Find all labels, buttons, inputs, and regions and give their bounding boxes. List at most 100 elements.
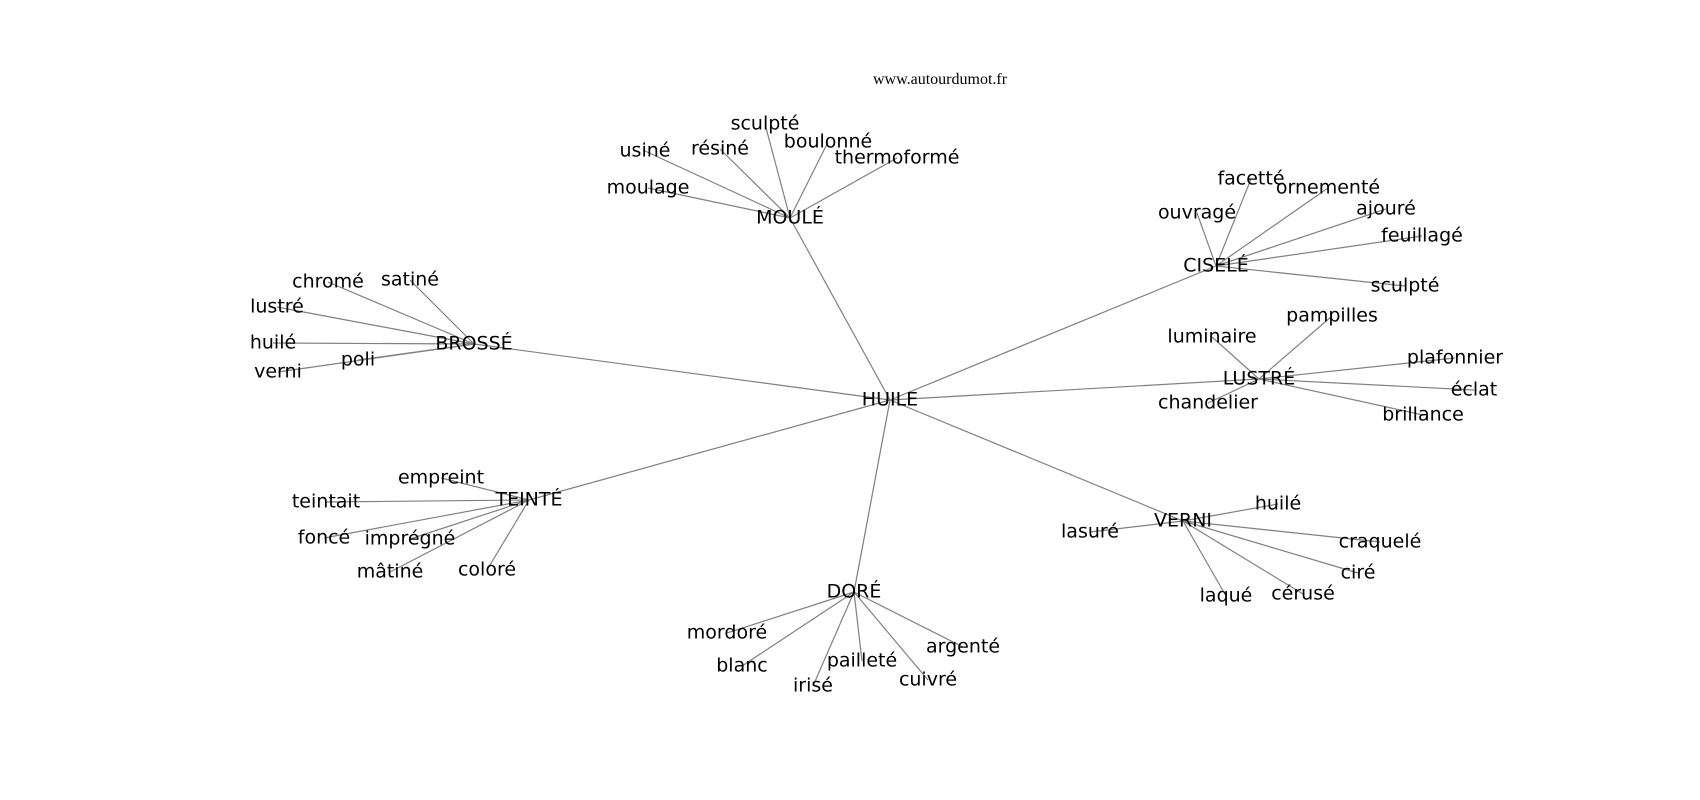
leaf-node-label: craquelé [1339, 531, 1422, 553]
branch-node-label: DORÉ [827, 580, 882, 603]
edge-branch-to-leaf [1258, 357, 1456, 380]
leaf-node-label: sculpté [1371, 275, 1440, 297]
edge-branch-to-leaf [389, 499, 530, 573]
leaf-node-label: chromé [292, 271, 364, 293]
leaf-node-label: pampilles [1286, 305, 1378, 327]
edge-branch-to-leaf [853, 591, 929, 681]
edge-branch-to-leaf [1258, 378, 1424, 416]
leaf-node-label: cuivré [899, 669, 957, 691]
edge-branch-to-leaf [1215, 235, 1423, 267]
branch-node-label: MOULÉ [756, 206, 824, 229]
edge-branch-to-leaf [789, 157, 898, 219]
leaf-node-label: mâtiné [357, 561, 424, 583]
leaf-node-label: empreint [398, 467, 484, 489]
leaf-node-label: coloré [458, 559, 516, 581]
leaf-node-label: pailleté [827, 650, 897, 672]
branch-node-label: VERNI [1154, 510, 1212, 532]
edge-branch-to-leaf [277, 343, 475, 373]
leaf-node-label: verni [254, 361, 302, 383]
edge-branch-to-leaf [1215, 265, 1406, 287]
leaf-node-label: cérusé [1271, 583, 1335, 605]
leaf-node-label: mordoré [687, 622, 767, 644]
edge-branch-to-leaf [272, 342, 475, 345]
leaf-node-label: ornementé [1276, 177, 1380, 199]
center-node-label: HUILE [862, 389, 918, 411]
leaf-node-label: ajouré [1356, 198, 1416, 220]
edge-branch-to-leaf [1182, 520, 1359, 574]
leaf-node-label: huilé [1255, 493, 1301, 515]
leaf-node-label: chandelier [1158, 392, 1258, 414]
edge-branch-to-leaf [323, 499, 530, 539]
leaf-node-label: feuillagé [1381, 225, 1463, 247]
edge-branch-to-leaf [409, 499, 530, 540]
edge-center-to-branch [889, 378, 1260, 401]
edge-branch-to-leaf [647, 187, 791, 219]
edge-branch-to-leaf [1196, 212, 1217, 267]
edge-branch-to-leaf [1215, 178, 1252, 267]
leaf-node-label: blanc [716, 655, 767, 677]
leaf-node-label: ciré [1341, 562, 1376, 584]
edge-branch-to-leaf [812, 591, 855, 687]
edge-branch-to-leaf [1215, 187, 1329, 267]
leaf-node-label: lasuré [1061, 521, 1119, 543]
edge-branch-to-leaf [644, 150, 791, 219]
leaf-node-label: thermoformé [835, 147, 960, 169]
branch-node-label: LUSTRÉ [1223, 367, 1295, 390]
edge-center-to-branch [889, 399, 1184, 522]
edge-center-to-branch [473, 343, 891, 401]
edge-branch-to-leaf [1089, 520, 1184, 533]
edge-branch-to-leaf [741, 591, 855, 667]
leaf-node-label: brillance [1382, 404, 1464, 426]
edge-center-to-branch [889, 265, 1217, 401]
edge-branch-to-leaf [1211, 336, 1260, 380]
edge-branch-to-leaf [1258, 378, 1475, 391]
leaf-node-label: huilé [250, 332, 296, 354]
leaf-node-label: teintait [292, 491, 360, 513]
edge-branch-to-leaf [1182, 520, 1381, 543]
branch-node-label: BROSSÉ [435, 332, 512, 355]
leaf-node-label: résiné [691, 138, 749, 160]
edge-branch-to-leaf [719, 148, 791, 219]
leaf-node-label: plafonnier [1407, 347, 1503, 369]
edge-branch-to-leaf [1182, 503, 1279, 522]
leaf-node-label: facetté [1217, 168, 1284, 190]
edge-branch-to-leaf [327, 281, 475, 345]
edge-branch-to-leaf [1258, 315, 1333, 380]
edge-branch-to-leaf [1182, 520, 1227, 597]
edge-branch-to-leaf [1182, 520, 1304, 595]
edge-center-to-branch [789, 217, 891, 401]
edge-branch-to-leaf [1215, 208, 1387, 267]
leaf-node-label: boulonné [784, 131, 872, 153]
branch-node-label: CISELÉ [1183, 254, 1249, 277]
leaf-node-label: moulage [607, 177, 690, 199]
edge-branch-to-leaf [409, 279, 475, 345]
leaf-node-label: lustré [250, 296, 304, 318]
leaf-node-label: satiné [381, 269, 439, 291]
edge-branch-to-leaf [486, 499, 530, 571]
leaf-node-label: usiné [620, 140, 671, 162]
leaf-node-label: laqué [1200, 585, 1253, 607]
edge-branch-to-leaf [726, 591, 855, 634]
edge-center-to-branch [528, 399, 891, 501]
leaf-node-label: luminaire [1167, 326, 1256, 348]
watermark: www.autourdumot.fr [873, 71, 1008, 88]
edge-branch-to-leaf [789, 141, 829, 219]
leaf-node-label: poli [341, 349, 375, 371]
edge-branch-to-leaf [440, 477, 530, 501]
leaf-node-label: imprégné [365, 528, 456, 550]
edge-center-to-branch [853, 399, 891, 593]
leaf-node-label: foncé [298, 527, 351, 549]
edge-branch-to-leaf [853, 591, 964, 648]
leaf-node-label: irisé [793, 675, 833, 697]
edge-branch-to-leaf [276, 306, 475, 345]
leaf-node-label: argenté [926, 636, 1000, 658]
edge-branch-to-leaf [325, 499, 530, 503]
edge-branch-to-leaf [1207, 378, 1260, 404]
edge-branch-to-leaf [853, 591, 863, 662]
leaf-node-label: sculpté [731, 113, 800, 135]
branch-node-label: TEINTÉ [494, 488, 562, 511]
edge-branch-to-leaf [764, 123, 791, 219]
leaf-node-label: ouvragé [1158, 202, 1236, 224]
